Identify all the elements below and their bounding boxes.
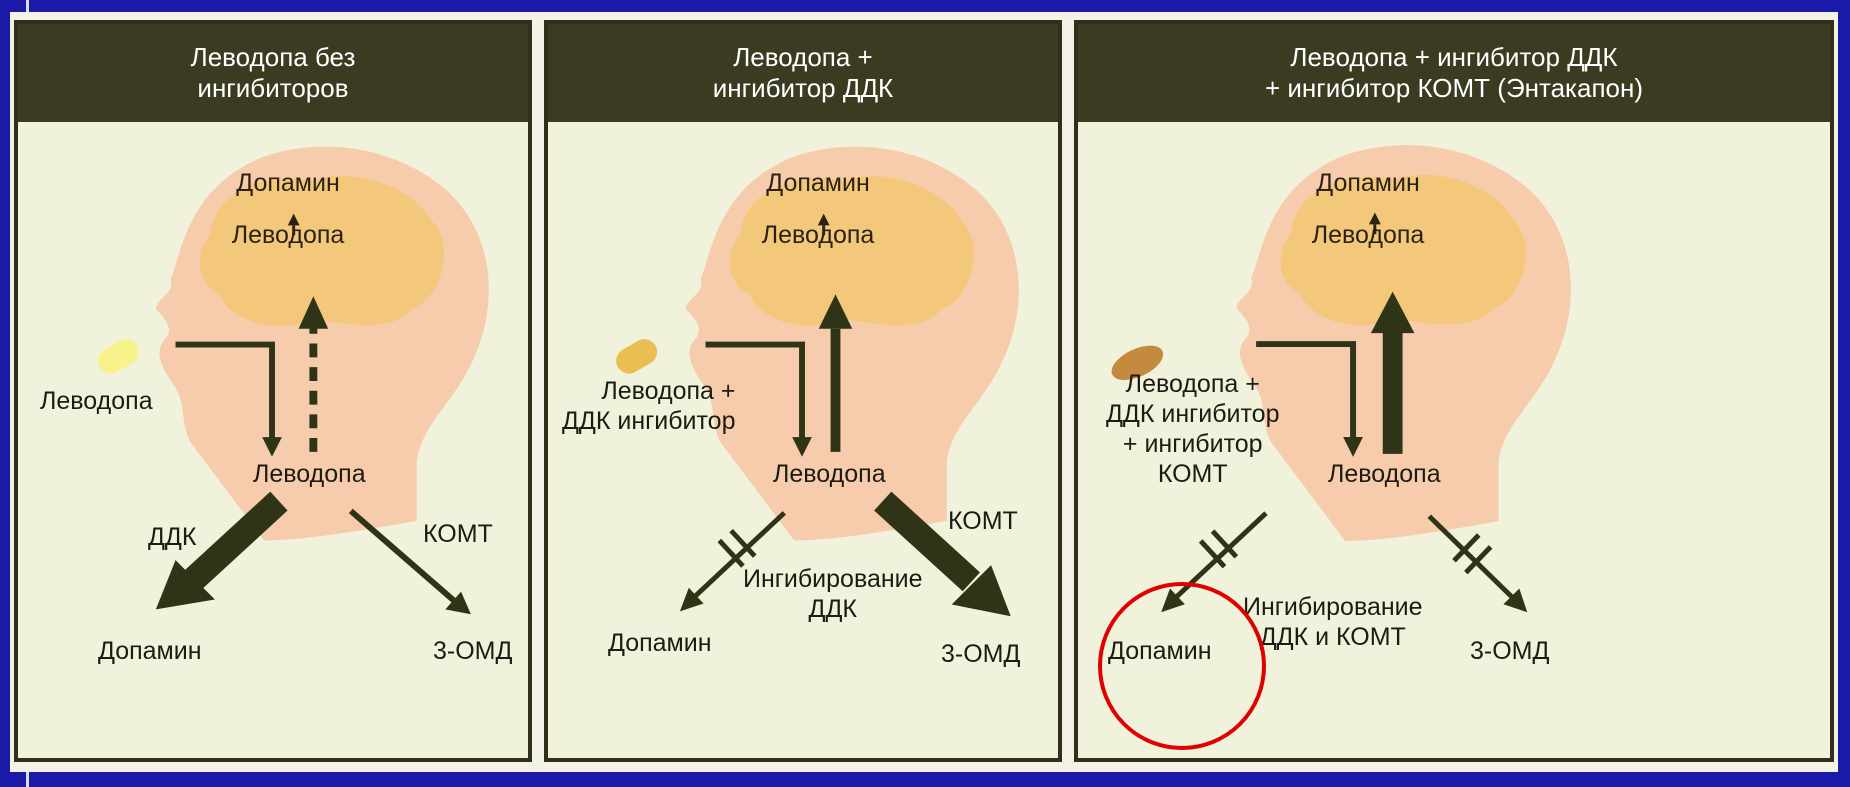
brain-label-dopamine: Допамин [763,169,873,198]
neck-label: Леводопа [773,459,886,489]
left-product-label: Допамин [98,636,202,666]
brain-label-levodopa: Леводопа [758,221,878,250]
brain-shape [730,176,974,326]
panel-illustration [18,122,528,762]
inhibition-label: Ингибирование ДДК и КОМТ [1243,592,1423,652]
slide-left-edge [0,0,10,787]
brain-label-dopamine: Допамин [233,169,343,198]
comt-block-bar-1 [1454,535,1479,561]
panel-title: Леводопа + ингибитор ДДК [548,24,1058,122]
pill-label: Леводопа + ДДК ингибитор [562,376,736,436]
pill-label: Леводопа + ДДК ингибитор + ингибитор КОМ… [1106,369,1280,489]
pill [93,334,143,378]
comt-path-label: КОМТ [423,519,493,549]
inhibition-label: Ингибирование ДДК [743,564,923,624]
pill-label: Леводопа [40,386,153,416]
left-product-label: Допамин [608,628,712,658]
brain-shape [200,176,444,326]
right-product-label: 3-ОМД [1470,636,1549,666]
ddc-arrow-shaft [193,501,279,580]
right-product-label: 3-ОМД [941,639,1020,669]
neck-label: Леводопа [253,459,366,489]
comt-inhibited-arrow [1429,516,1513,598]
diagram-frame: Леводопа без ингибиторов Допамин Леводоп… [10,12,1838,772]
panel-no-inhibitors: Леводопа без ингибиторов Допамин Леводоп… [14,20,532,762]
panel-title: Леводопа без ингибиторов [18,24,528,122]
panel-title: Леводопа + ингибитор ДДК + ингибитор КОМ… [1078,24,1830,122]
neck-label: Леводопа [1328,459,1441,489]
panel-ddc-inhibitor: Леводопа + ингибитор ДДК Допамин Леводоп… [544,20,1062,762]
right-product-label: 3-ОМД [433,636,512,666]
highlight-circle [1098,582,1266,750]
comt-path-label: КОМТ [948,506,1018,536]
brain-label-dopamine: Допамин [1313,169,1423,198]
brain-label-levodopa: Леводопа [1308,221,1428,250]
comt-block-bar-2 [1466,547,1491,573]
pill [611,334,661,378]
brain-label-levodopa: Леводопа [228,221,348,250]
ddc-path-label: ДДК [148,522,196,552]
